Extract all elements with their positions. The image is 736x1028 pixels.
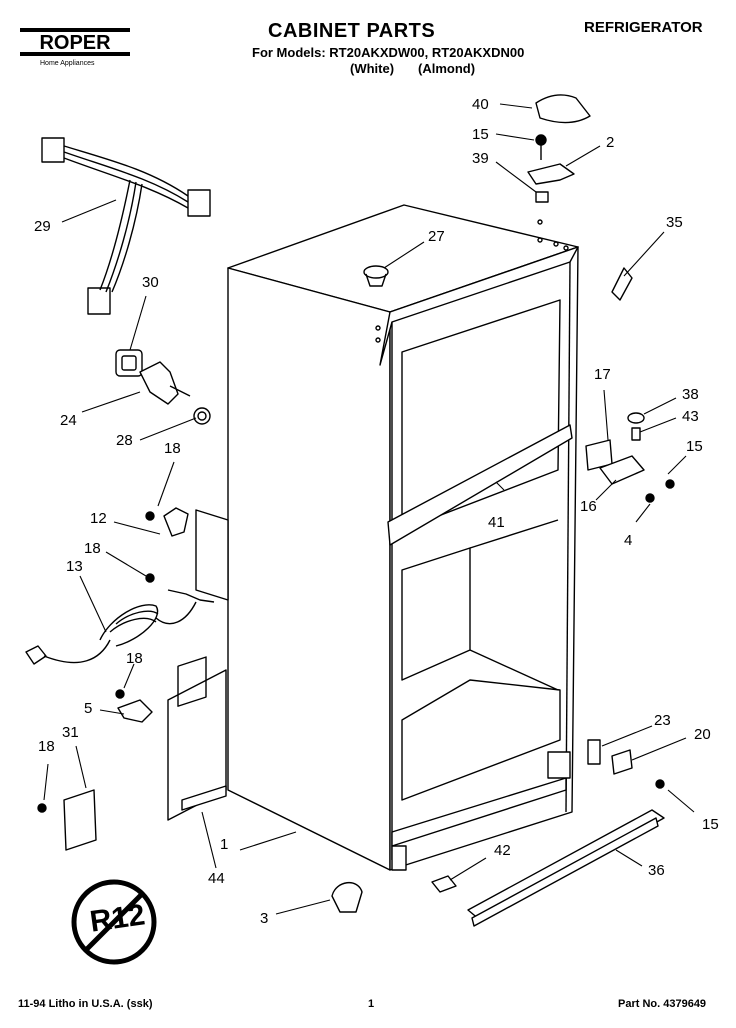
callout-23: 23 [654, 712, 671, 729]
callout-16: 16 [580, 498, 597, 515]
variant-white: (White) [350, 61, 395, 76]
callout-39: 39 [472, 150, 489, 167]
svg-text:ROPER: ROPER [39, 32, 111, 54]
callout-31: 31 [62, 724, 79, 741]
callout-2: 2 [606, 134, 615, 151]
callout-17: 17 [594, 366, 611, 383]
callout-43: 43 [682, 408, 699, 425]
footer-part-number: Part No. 4379649 [618, 998, 707, 1010]
page-title: CABINET PARTS [268, 20, 436, 42]
callout-20: 20 [694, 726, 711, 743]
roper-logo: ROPER [20, 28, 130, 56]
divider-rail [387, 424, 573, 546]
callout-18: 18 [164, 440, 181, 457]
footer-litho: 11-94 Litho in U.S.A. (ssk) [18, 998, 153, 1010]
callout-18: 18 [84, 540, 101, 557]
callout-29: 29 [34, 218, 51, 235]
variant-almond: (Almond) [418, 61, 476, 76]
callout-15: 15 [472, 126, 489, 143]
callout-15: 15 [686, 438, 703, 455]
callout-24: 24 [60, 412, 77, 429]
callout-38: 38 [682, 386, 699, 403]
callout-40: 40 [472, 96, 489, 113]
callout-3: 3 [260, 910, 269, 927]
callout-30: 30 [142, 274, 159, 291]
category-label: REFRIGERATOR [584, 19, 703, 36]
callout-4: 4 [624, 532, 633, 549]
callout-13: 13 [66, 558, 83, 575]
callout-12: 12 [90, 510, 107, 527]
callout-35: 35 [666, 214, 683, 231]
cabinet-left-side [227, 267, 391, 871]
callout-28: 28 [116, 432, 133, 449]
footer-page-number: 1 [368, 998, 375, 1010]
brand-tagline: Home Appliances [40, 60, 95, 67]
callout-15: 15 [702, 816, 719, 833]
callout-41: 41 [488, 514, 505, 531]
r12-badge-ring [71, 879, 157, 965]
callout-5: 5 [84, 700, 93, 717]
callout-18: 18 [38, 738, 55, 755]
callout-1: 1 [220, 836, 229, 853]
models-line: For Models: RT20AKXDW00, RT20AKXDN00 [252, 45, 525, 60]
callout-44: 44 [208, 870, 225, 887]
callout-36: 36 [648, 862, 665, 879]
part-40-cover [535, 94, 591, 124]
callout-42: 42 [494, 842, 511, 859]
callout-27: 27 [428, 228, 445, 245]
callout-18: 18 [126, 650, 143, 667]
